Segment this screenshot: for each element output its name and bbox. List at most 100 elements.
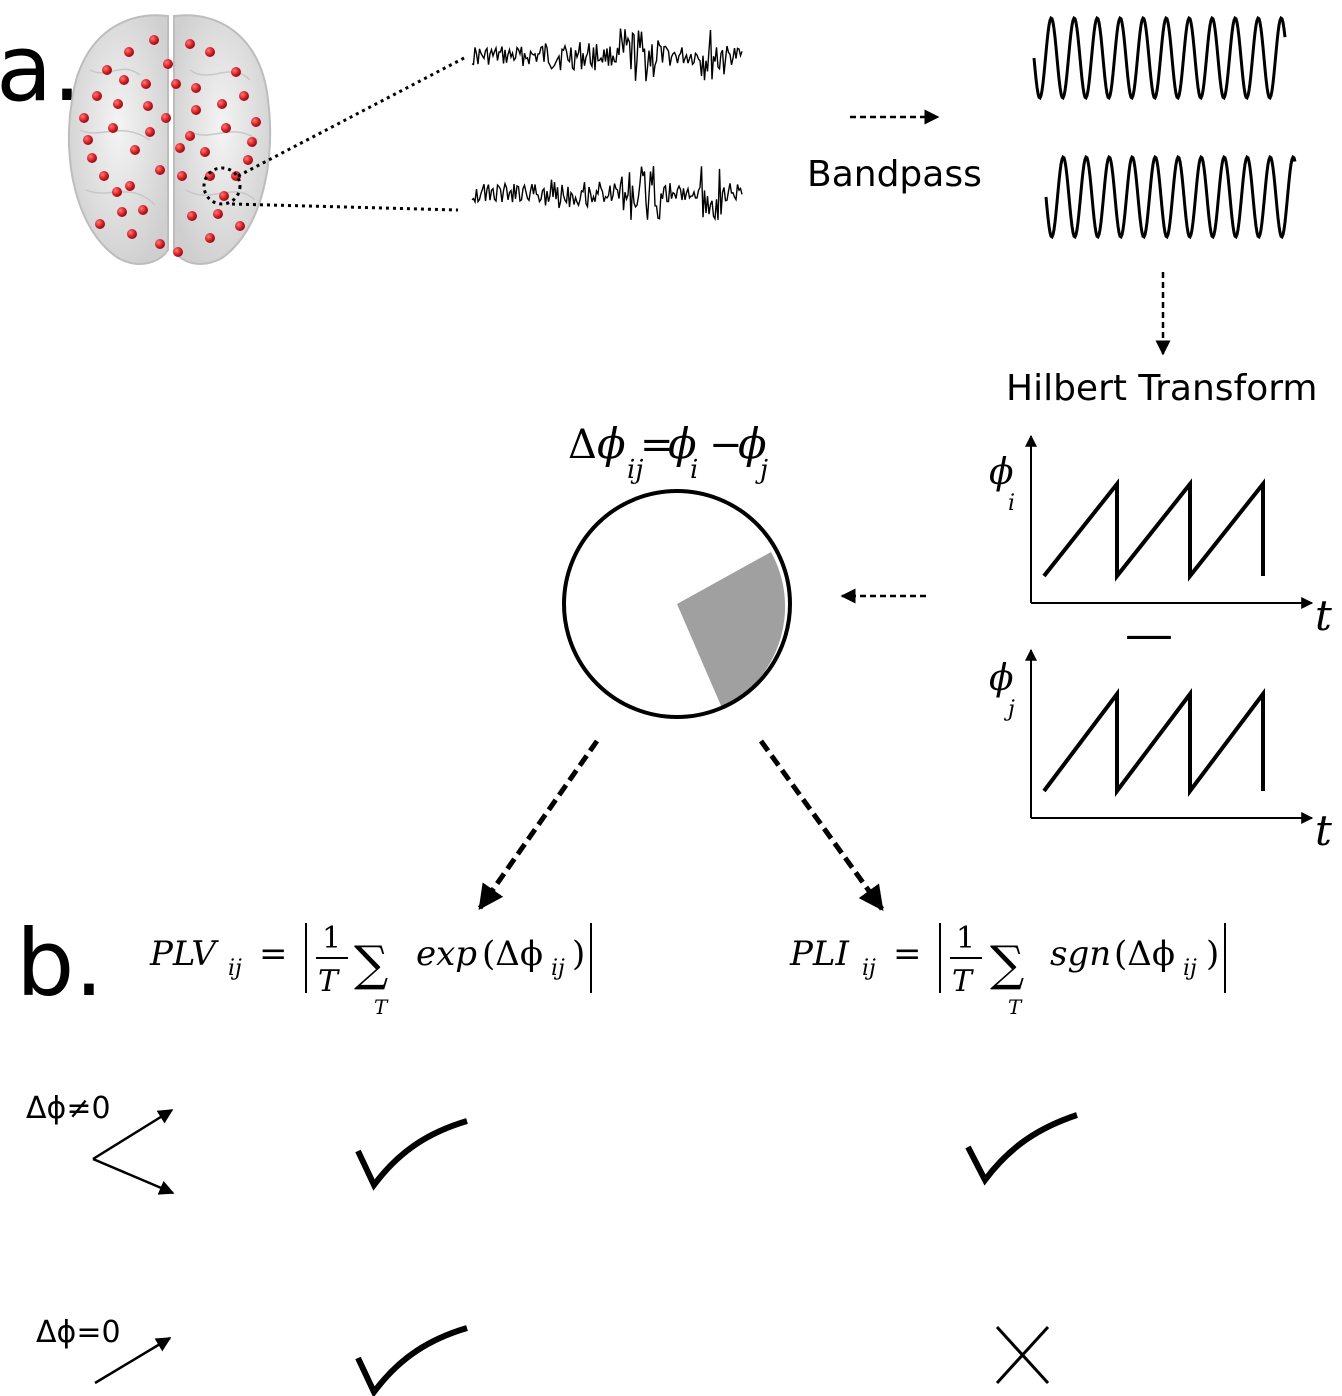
- electrode-dot: [127, 229, 137, 239]
- pli-check-icon-nonzero: [965, 1112, 1078, 1186]
- condition-label-nonzero: Δϕ≠0: [26, 1091, 111, 1126]
- electrode-dot: [155, 239, 165, 249]
- svg-text:ij: ij: [551, 956, 565, 981]
- electrode-dot: [221, 123, 231, 133]
- raw-signal-1: [471, 28, 743, 82]
- panel-a-label: a.: [0, 15, 82, 122]
- electrode-dot: [141, 79, 151, 89]
- electrode-dot: [239, 91, 249, 101]
- electrode-dot: [143, 101, 153, 111]
- phase-difference-formula: Δ ϕ ij = ϕ i − ϕ j: [568, 419, 768, 485]
- electrode-dot: [125, 181, 135, 191]
- electrode-dot: [235, 221, 245, 231]
- electrode-dot: [187, 211, 197, 221]
- selected-region: [202, 55, 467, 212]
- svg-text:1: 1: [956, 921, 975, 956]
- pli-formula: PLI ij = 1 T ∑ T sgn (Δϕ ij ): [789, 921, 1226, 1019]
- electrode-dot: [119, 75, 129, 85]
- phase-plot-i: ϕ i t: [989, 434, 1332, 640]
- svg-text:ij: ij: [1183, 956, 1197, 981]
- electrode-dot: [130, 145, 140, 155]
- electrode-dot: [138, 205, 148, 215]
- phase-subtraction-sign: —: [1125, 606, 1173, 662]
- electrode-dot: [205, 171, 215, 181]
- electrode-dot: [185, 39, 195, 49]
- svg-text:T: T: [952, 964, 974, 999]
- brain-image: [67, 14, 272, 265]
- electrode-dot: [145, 127, 155, 137]
- phase-circle: [562, 489, 792, 719]
- pli-cross-icon-zero: [995, 1325, 1050, 1385]
- svg-text:ϕ: ϕ: [668, 419, 697, 468]
- hilbert-label: Hilbert Transform: [1006, 368, 1318, 409]
- electrode-dot: [200, 147, 210, 157]
- svg-text:∑: ∑: [990, 936, 1024, 992]
- electrode-dot: [108, 123, 118, 133]
- svg-text:(Δϕ: (Δϕ: [482, 934, 543, 974]
- electrode-dot: [171, 79, 181, 89]
- electrode-dot: [175, 143, 185, 153]
- svg-text:=: =: [640, 422, 674, 468]
- plv-check-icon-zero: [355, 1325, 468, 1396]
- electrode-dot: [231, 171, 241, 181]
- electrode-dot: [117, 207, 127, 217]
- svg-text:∑: ∑: [354, 936, 388, 992]
- svg-text:t: t: [1315, 591, 1332, 640]
- electrode-dot: [79, 113, 89, 123]
- svg-text:ϕ: ϕ: [597, 419, 626, 468]
- electrode-dot: [247, 137, 257, 147]
- electrode-dot: [161, 113, 171, 123]
- svg-text:ϕ: ϕ: [989, 658, 1014, 699]
- electrode-dot: [149, 35, 159, 45]
- electrode-dot: [87, 153, 97, 163]
- panel-b-label: b.: [16, 910, 104, 1017]
- phase-plot-j: ϕ j t: [989, 648, 1332, 855]
- svg-text:sgn: sgn: [1050, 934, 1111, 974]
- arrow-to-plv: [477, 739, 600, 911]
- electrode-dot: [217, 99, 227, 109]
- svg-text:ϕ: ϕ: [738, 419, 767, 468]
- electrode-dot: [83, 135, 93, 145]
- electrode-dot: [191, 83, 201, 93]
- phase-sector: [677, 552, 786, 708]
- electrode-dot: [95, 219, 105, 229]
- electrode-dot: [191, 105, 201, 115]
- bandpass-label: Bandpass: [807, 154, 982, 195]
- svg-text:): ): [1206, 934, 1219, 974]
- electrode-dot: [219, 191, 229, 201]
- electrode-dot: [124, 47, 134, 57]
- svg-text:PLI: PLI: [789, 934, 849, 974]
- electrode-dot: [185, 131, 195, 141]
- electrode-dot: [251, 117, 261, 127]
- electrode-dot: [92, 91, 102, 101]
- svg-text:T: T: [318, 964, 340, 999]
- svg-text:i: i: [1008, 491, 1015, 516]
- svg-text:=: =: [259, 934, 288, 974]
- condition-label-zero: Δϕ=0: [36, 1315, 121, 1350]
- electrode-dot: [155, 165, 165, 175]
- raw-signal-2: [471, 165, 743, 222]
- electrode-dot: [173, 247, 183, 257]
- electrode-dot: [102, 65, 112, 75]
- svg-text:1: 1: [322, 921, 341, 956]
- zero-vector-icon: [94, 1336, 172, 1385]
- electrode-dot: [113, 99, 123, 109]
- svg-text:T: T: [374, 995, 389, 1019]
- electrode-dot: [99, 171, 109, 181]
- svg-text:): ): [572, 934, 585, 974]
- svg-text:(Δϕ: (Δϕ: [1114, 934, 1175, 974]
- svg-text:j: j: [1003, 697, 1015, 722]
- plv-formula: PLV ij = 1 T ∑ T exp (Δϕ ij ): [149, 921, 592, 1019]
- svg-text:ij: ij: [627, 455, 643, 485]
- electrode-dot: [243, 155, 253, 165]
- svg-text:ij: ij: [228, 956, 242, 981]
- nonzero-vectors-icon: [92, 1108, 175, 1195]
- svg-text:T: T: [1008, 995, 1023, 1019]
- svg-text:exp: exp: [416, 934, 477, 974]
- filtered-signal-1: [1032, 15, 1287, 101]
- electrode-dot: [163, 59, 173, 69]
- electrode-dot: [231, 67, 241, 77]
- svg-text:ϕ: ϕ: [989, 452, 1014, 493]
- electrode-dot: [177, 171, 187, 181]
